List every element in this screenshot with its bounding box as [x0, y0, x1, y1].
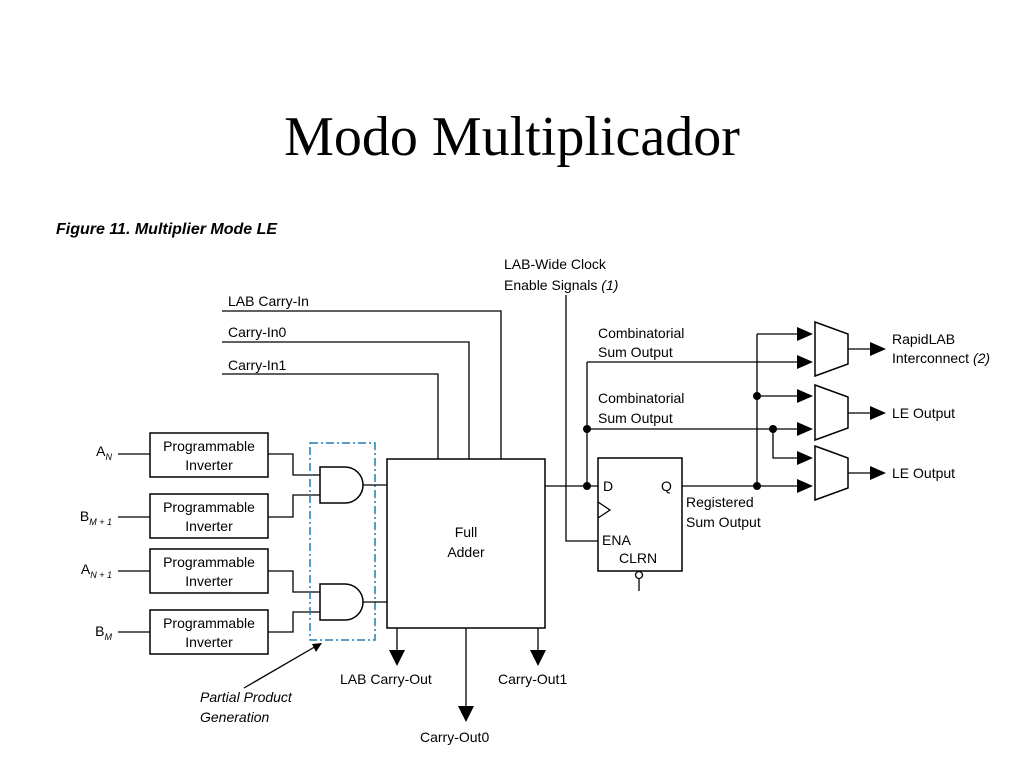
svg-text:Programmable: Programmable	[163, 615, 255, 631]
register-flip-flop: D Q ENA CLRN	[597, 457, 683, 591]
lab-carry-out-arrow	[389, 650, 405, 666]
mux3-in-arrow-b	[797, 479, 813, 493]
svg-text:Programmable: Programmable	[163, 499, 255, 515]
carry-in0-label: Carry-In0	[228, 324, 287, 340]
input-label-bm1: BM + 1	[80, 508, 112, 527]
mux1-in-arrow-a	[797, 327, 813, 341]
comb-sum-2-bus	[772, 429, 800, 459]
and-gate-1	[319, 466, 364, 504]
output-mux-2	[814, 383, 849, 442]
lab-carry-out-label: LAB Carry-Out	[340, 671, 432, 687]
clock-enable-label-2: Enable Signals (1)	[504, 277, 618, 293]
inv2-to-and1	[268, 494, 320, 518]
carry-out1-arrow	[530, 650, 546, 666]
registered-sum-label-2: Sum Output	[686, 514, 761, 530]
partial-product-pointer	[243, 644, 319, 689]
rapidlab-label-1: RapidLAB	[892, 331, 955, 347]
svg-text:D: D	[603, 478, 613, 494]
input-label-an1: AN + 1	[81, 561, 112, 580]
input-label-bm: BM	[95, 623, 112, 642]
svg-text:Inverter: Inverter	[185, 518, 233, 534]
inv4-to-and2	[268, 611, 320, 633]
reg-junction-dot-1	[753, 482, 761, 490]
programmable-inverter-2: Programmable Inverter	[149, 493, 269, 539]
carry-in1-label: Carry-In1	[228, 357, 287, 373]
mux1-out-arrow	[870, 342, 886, 356]
and-gate-2	[319, 583, 364, 621]
svg-text:Inverter: Inverter	[185, 457, 233, 473]
output-mux-3	[814, 444, 849, 502]
programmable-inverter-4: Programmable Inverter	[149, 609, 269, 655]
comb-sum-1-label-2: Sum Output	[598, 344, 673, 360]
svg-text:Adder: Adder	[447, 544, 485, 560]
registered-sum-label-1: Registered	[686, 494, 754, 510]
partial-product-label-1: Partial Product	[200, 689, 293, 705]
le-output-1-label: LE Output	[892, 405, 955, 421]
mux2-out-arrow	[870, 406, 886, 420]
carry-out1-label: Carry-Out1	[498, 671, 567, 687]
figure-caption: Figure 11. Multiplier Mode LE	[56, 221, 278, 238]
svg-text:ENA: ENA	[602, 532, 631, 548]
clock-enable-label-1: LAB-Wide Clock	[504, 256, 607, 272]
programmable-inverter-1: Programmable Inverter	[149, 432, 269, 478]
page-title: Modo Multiplicador	[284, 106, 740, 168]
carry-in1-wire	[222, 373, 439, 459]
svg-text:CLRN: CLRN	[619, 550, 657, 566]
carry-in0-wire	[222, 341, 470, 459]
comb-sum-2-bus-dot	[769, 425, 777, 433]
le-output-2-label: LE Output	[892, 465, 955, 481]
carry-out0-arrow	[458, 706, 474, 722]
partial-product-label-2: Generation	[200, 709, 269, 725]
input-label-an: AN	[96, 443, 112, 462]
svg-text:Q: Q	[661, 478, 672, 494]
mux3-out-arrow	[870, 466, 886, 480]
comb-sum-1-label-1: Combinatorial	[598, 325, 684, 341]
inv3-to-and2	[268, 570, 320, 593]
comb-sum-2-label-1: Combinatorial	[598, 390, 684, 406]
lab-carry-in-label: LAB Carry-In	[228, 293, 309, 309]
inv1-to-and1	[268, 453, 320, 476]
mux2-in-arrow-b	[797, 422, 813, 436]
svg-text:Inverter: Inverter	[185, 634, 233, 650]
svg-text:Full: Full	[455, 524, 478, 540]
programmable-inverter-3: Programmable Inverter	[149, 548, 269, 594]
mux2-in-arrow-a	[797, 389, 813, 403]
rapidlab-label-2: Interconnect (2)	[892, 350, 990, 366]
mux1-in-arrow-b	[797, 355, 813, 369]
comb-sum-2-label-2: Sum Output	[598, 410, 673, 426]
svg-text:Programmable: Programmable	[163, 438, 255, 454]
output-mux-1	[814, 320, 849, 378]
carry-out0-label: Carry-Out0	[420, 729, 489, 745]
svg-text:Inverter: Inverter	[185, 573, 233, 589]
mux3-in-arrow-a	[797, 451, 813, 465]
lab-carry-in-wire	[222, 310, 502, 459]
partial-product-pointer-arrow	[312, 643, 322, 652]
partial-product-box	[309, 442, 376, 641]
clock-enable-wire	[565, 295, 598, 542]
full-adder: Full Adder	[386, 458, 546, 629]
svg-text:Programmable: Programmable	[163, 554, 255, 570]
